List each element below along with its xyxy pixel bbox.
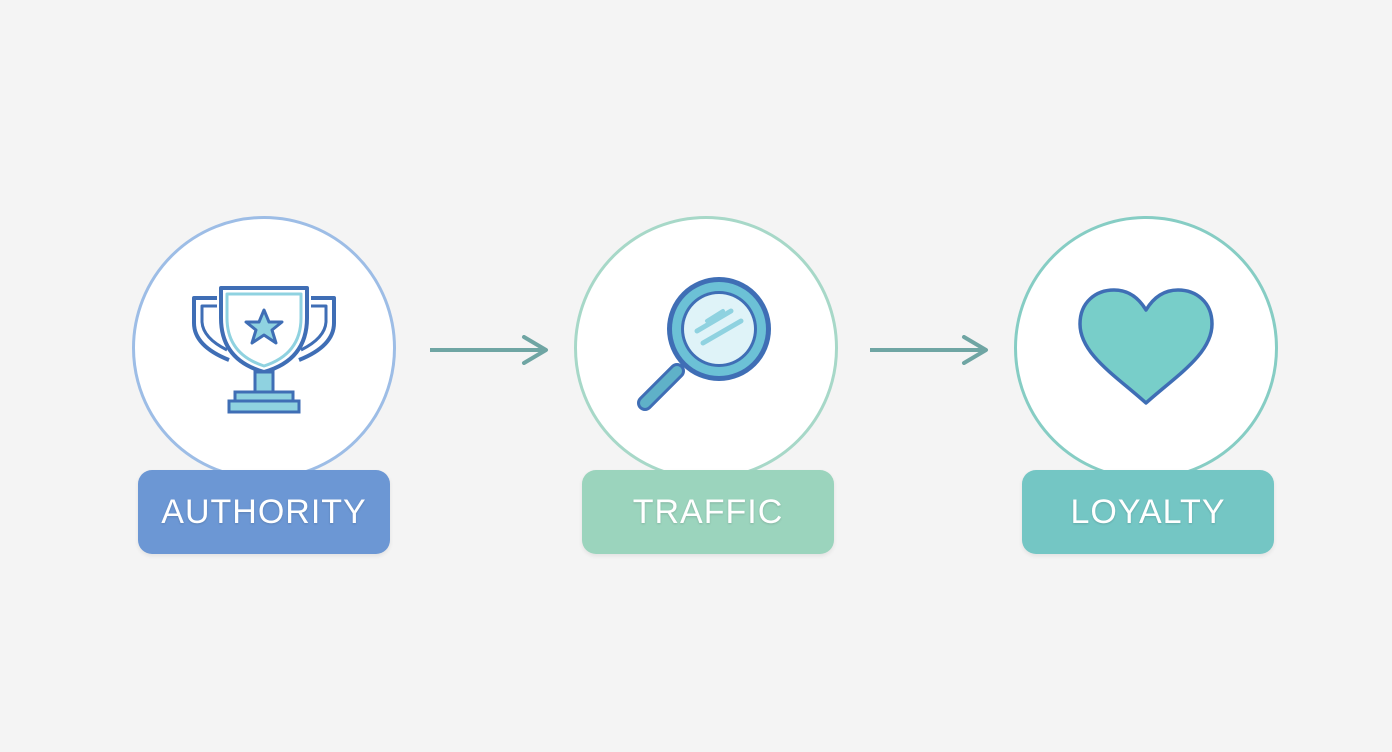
step-label: AUTHORITY bbox=[138, 470, 390, 554]
step-label: LOYALTY bbox=[1022, 470, 1274, 554]
magnifying-glass-icon bbox=[637, 277, 771, 411]
step-traffic: TRAFFIC bbox=[574, 216, 844, 556]
step-authority: AUTHORITY bbox=[132, 216, 402, 556]
arrow-right-icon bbox=[430, 335, 548, 365]
trophy-icon bbox=[192, 286, 336, 414]
step-circle bbox=[132, 216, 396, 480]
heart-icon bbox=[1078, 288, 1214, 405]
step-circle bbox=[1014, 216, 1278, 480]
arrow-right-icon bbox=[870, 335, 988, 365]
step-loyalty: LOYALTY bbox=[1014, 216, 1284, 556]
step-circle bbox=[574, 216, 838, 480]
step-label: TRAFFIC bbox=[582, 470, 834, 554]
